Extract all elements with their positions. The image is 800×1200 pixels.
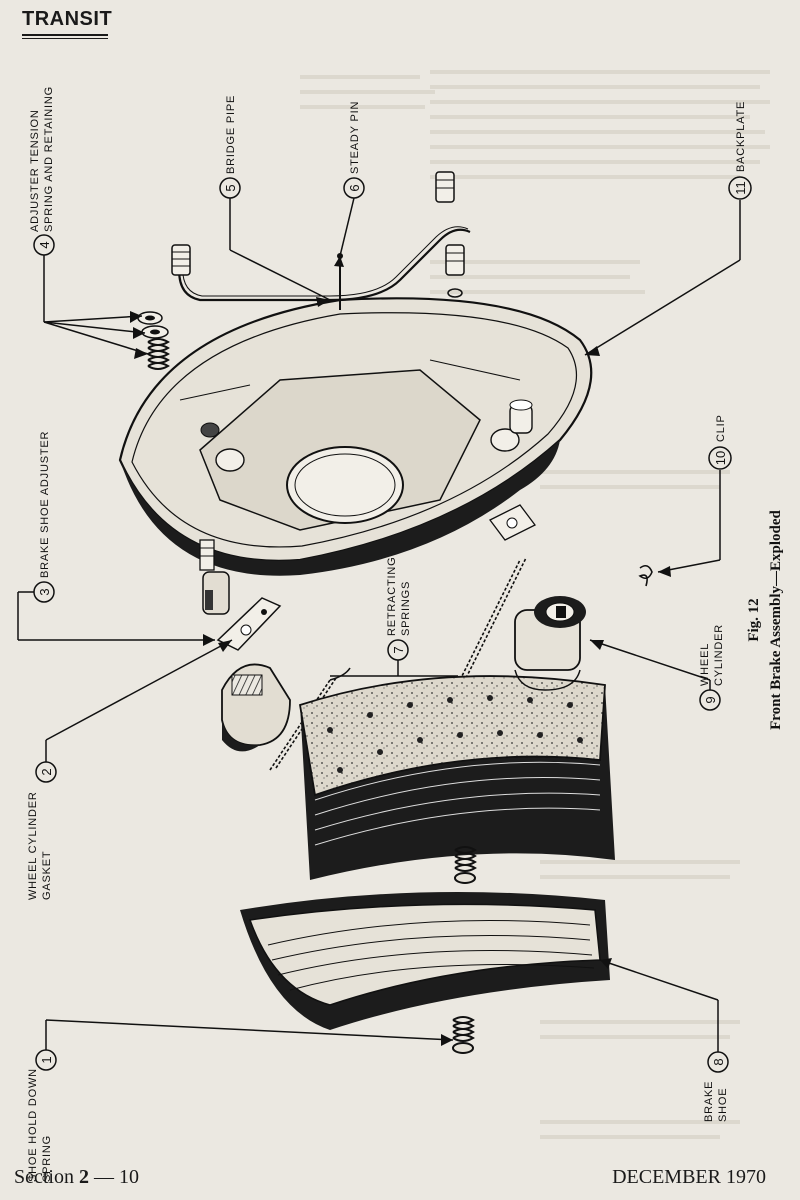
label-7-line1: RETRACTING [386, 557, 398, 637]
label-11: BACKPLATE [735, 101, 747, 172]
label-2-line2: GASKET [41, 851, 53, 900]
figure-caption: Front Brake Assembly—Exploded [768, 509, 784, 729]
callout-11-number: 11 [733, 181, 748, 195]
label-5: BRIDGE PIPE [225, 95, 237, 174]
shoe-hold-down-spring-drawing [452, 846, 477, 1054]
label-8-line2: SHOE [717, 1088, 729, 1122]
callout-8: 8 [707, 1051, 729, 1073]
callout-6: 6 [343, 177, 365, 199]
label-4-line2: SPRING AND RETAINING [43, 86, 55, 232]
callout-7-number: 7 [391, 646, 406, 653]
callout-7: 7 [387, 639, 409, 661]
callout-4-number: 4 [37, 241, 52, 248]
footer-section-number: 2 [79, 1166, 89, 1188]
header-underline [22, 34, 108, 36]
label-2-line1: WHEEL CYLINDER [27, 791, 39, 900]
callout-8-number: 8 [711, 1058, 726, 1065]
callout-1: 1 [35, 1049, 57, 1071]
callout-2-number: 2 [39, 768, 54, 775]
footer-section-page: — 10 [89, 1166, 139, 1188]
callout-3: 3 [33, 581, 55, 603]
label-8-line1: BRAKE [703, 1081, 715, 1122]
wheel-cylinder-gasket-drawing [216, 504, 536, 651]
clip-drawing [638, 564, 653, 587]
footer-date: DECEMBER 1970 [612, 1166, 766, 1188]
callout-3-number: 3 [37, 588, 52, 595]
callout-9: 9 [699, 689, 721, 711]
label-7-line2: SPRINGS [400, 581, 412, 636]
callout-9-number: 9 [703, 696, 718, 703]
footer-section-prefix: Section [14, 1166, 79, 1188]
callout-4: 4 [33, 234, 55, 256]
wheel-cylinder-left-drawing [221, 663, 291, 752]
label-1-line2: SPRING [41, 1135, 53, 1182]
callout-1-number: 1 [39, 1056, 54, 1063]
brake-shoe-adjuster-drawing [199, 539, 230, 615]
label-4-line1: ADJUSTER TENSION [29, 109, 41, 232]
callout-5: 5 [219, 177, 241, 199]
bleed-through-text [280, 70, 770, 1139]
leader-arrowheads [130, 256, 671, 1046]
callout-11: 11 [728, 176, 752, 200]
callout-10: 10 [708, 446, 732, 470]
label-10: CLIP [715, 414, 727, 442]
callout-5-number: 5 [223, 184, 238, 191]
pipe-union-nut-right [435, 171, 465, 298]
callout-10-number: 10 [713, 451, 728, 465]
adjuster-tension-spring-drawing [137, 311, 170, 370]
label-9-line1: WHEEL [699, 643, 711, 686]
wheel-cylinder-right-drawing [514, 596, 586, 691]
bridge-pipe-drawing [178, 226, 471, 302]
figure-number: Fig. 12 [746, 598, 762, 641]
label-6: STEADY PIN [349, 101, 361, 174]
pipe-union-nut-left [171, 244, 191, 276]
label-3: BRAKE SHOE ADJUSTER [39, 431, 51, 578]
header-underline-thin [22, 38, 108, 39]
page-header-title: TRANSIT [22, 8, 113, 30]
callout-6-number: 6 [347, 184, 362, 191]
backplate-drawing [118, 297, 593, 576]
label-1-line1: SHOE HOLD DOWN [27, 1068, 39, 1182]
lower-brake-shoe-drawing [240, 892, 610, 1030]
callout-2: 2 [35, 761, 57, 783]
label-9-line2: CYLINDER [713, 624, 725, 686]
upper-brake-shoe-drawing [298, 675, 615, 880]
footer-section: Section 2 — 10 [14, 1166, 139, 1189]
